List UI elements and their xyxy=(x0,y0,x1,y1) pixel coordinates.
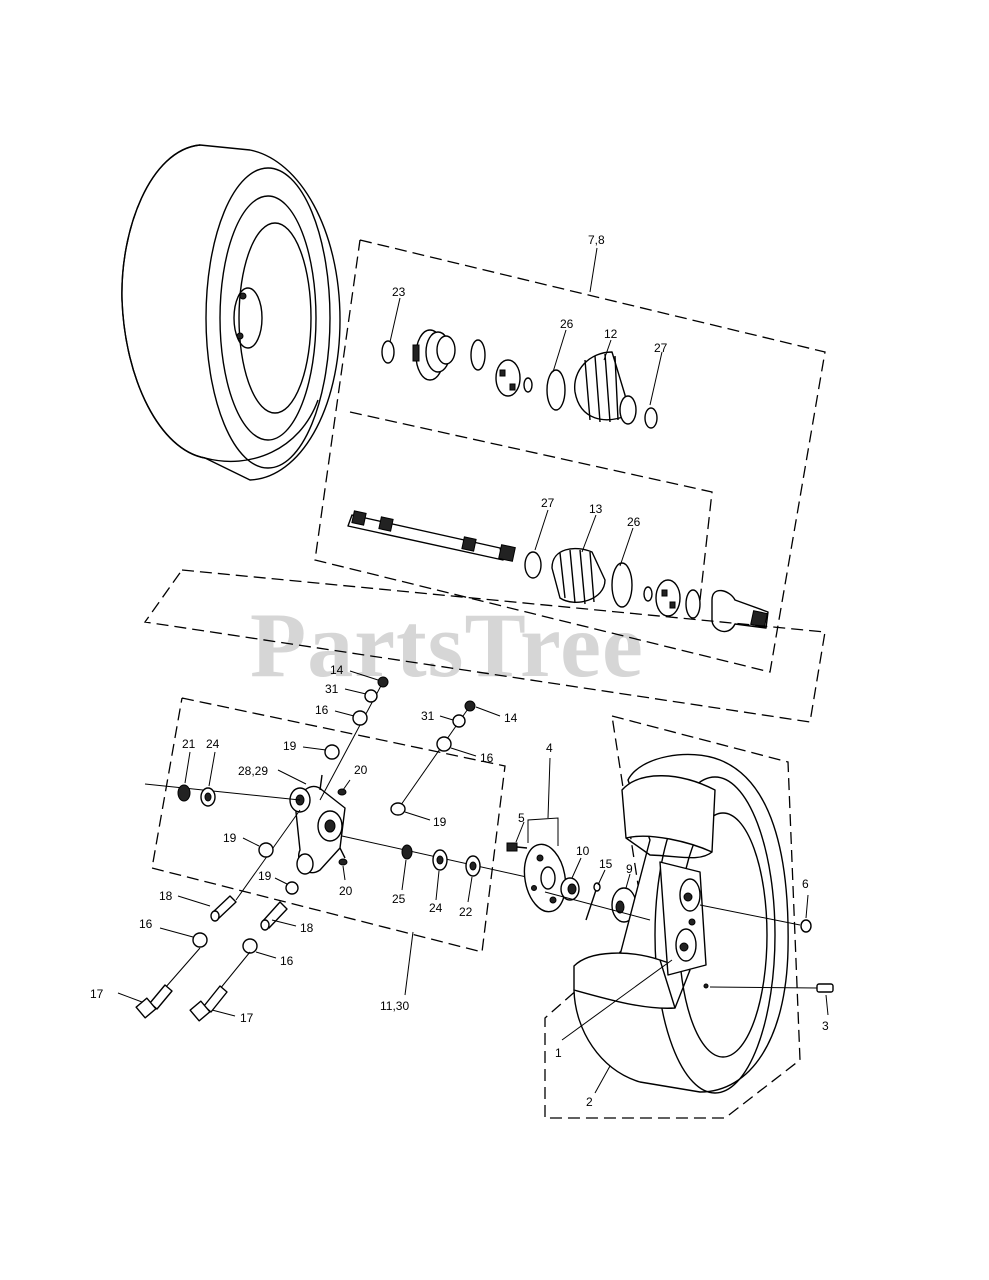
callout-19-a: 19 xyxy=(283,739,297,753)
watermark: PartsTree xyxy=(250,594,644,696)
callout-9: 9 xyxy=(626,862,633,876)
callout-13: 13 xyxy=(589,502,603,516)
callout-25: 25 xyxy=(392,892,406,906)
axle-shaft xyxy=(347,510,516,562)
callout-20-lower: 20 xyxy=(339,884,353,898)
bolt-5 xyxy=(506,842,528,852)
callout-26-upper: 26 xyxy=(560,317,574,331)
callout-19-c: 19 xyxy=(258,869,272,883)
callout-1: 1 xyxy=(555,1046,562,1060)
callout-16-right: 16 xyxy=(480,751,494,765)
callout-20-upper: 20 xyxy=(354,763,368,777)
callout-28-29: 28,29 xyxy=(238,764,268,778)
cap-9 xyxy=(611,887,637,923)
tire-upper xyxy=(121,144,341,481)
callout-18-left: 18 xyxy=(159,889,173,903)
callout-15: 15 xyxy=(599,857,613,871)
callout-21: 21 xyxy=(182,737,196,751)
callout-16-upper: 16 xyxy=(315,703,329,717)
callout-4: 4 xyxy=(546,741,553,755)
snap-ring-23 xyxy=(381,340,395,364)
callout-3: 3 xyxy=(822,1019,829,1033)
nut-10 xyxy=(560,877,580,901)
cotter-pin-15 xyxy=(585,882,601,921)
steering-knuckle xyxy=(289,774,346,875)
callout-31-upper: 31 xyxy=(325,682,339,696)
clamp-27b xyxy=(524,551,542,579)
callout-26-lower: 26 xyxy=(627,515,641,529)
callout-27-lower: 27 xyxy=(541,496,555,510)
callout-7-8: 7,8 xyxy=(588,233,605,247)
callout-17-right: 17 xyxy=(240,1011,254,1025)
callout-14-right: 14 xyxy=(504,711,518,725)
callout-2: 2 xyxy=(586,1095,593,1109)
upper-cv-joint: 23 26 12 27 xyxy=(381,285,668,429)
clamp-26a xyxy=(546,369,566,411)
callout-16-lower-right: 16 xyxy=(280,954,294,968)
callout-22: 22 xyxy=(459,905,473,919)
callout-14-upper: 14 xyxy=(330,663,344,677)
arm-group-box xyxy=(151,697,506,953)
callout-12: 12 xyxy=(604,327,618,341)
callout-19-right: 19 xyxy=(433,815,447,829)
callout-5: 5 xyxy=(518,811,525,825)
centerline-left xyxy=(144,783,301,801)
clamp-26b xyxy=(611,562,633,608)
callout-24-left: 24 xyxy=(206,737,220,751)
callout-27-upper: 27 xyxy=(654,341,668,355)
tire-lower xyxy=(573,753,789,1094)
stud-3 xyxy=(816,983,834,993)
callout-24-right: 24 xyxy=(429,901,443,915)
driveshaft-group-box xyxy=(314,239,826,673)
callout-11-30: 11,30 xyxy=(380,999,409,1013)
pin-18-left xyxy=(210,895,237,922)
valve-6 xyxy=(800,919,812,933)
callout-31-right: 31 xyxy=(421,709,435,723)
callout-19-b: 19 xyxy=(223,831,237,845)
callout-6: 6 xyxy=(802,877,809,891)
hub-flange xyxy=(523,843,567,913)
callout-18-right: 18 xyxy=(300,921,314,935)
pin-18-right xyxy=(260,901,288,931)
bolt-17-right xyxy=(189,985,228,1022)
lower-cv-joint: 27 13 26 xyxy=(524,496,769,633)
suspension-large-box xyxy=(143,569,826,723)
callout-16-lower-left: 16 xyxy=(139,917,153,931)
callout-17-left: 17 xyxy=(90,987,104,1001)
clamp-27a xyxy=(644,407,658,429)
callout-23: 23 xyxy=(392,285,406,299)
callout-10: 10 xyxy=(576,844,590,858)
bolt-17-left xyxy=(135,984,173,1019)
